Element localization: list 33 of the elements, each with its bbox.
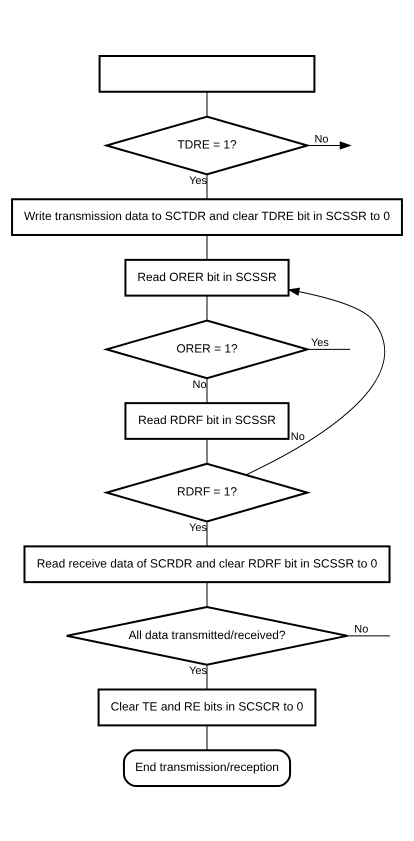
connector — [206, 724, 208, 750]
connector — [206, 173, 208, 200]
node-box — [98, 54, 316, 92]
connector — [206, 91, 208, 116]
node-box: Write transmission data to SCTDR and clear TDRE bit in SCSSR to 0 — [11, 198, 403, 236]
edge-label: Yes — [311, 336, 329, 349]
edge-label: No — [192, 378, 207, 390]
node-diamond: TDRE = 1? — [102, 115, 312, 175]
node-diamond: All data transmitted/received? — [66, 605, 348, 666]
connector — [206, 520, 208, 546]
connector — [206, 438, 208, 464]
edge-label: Yes — [189, 664, 207, 677]
edge-label: Yes — [189, 521, 207, 534]
node-box: Read ORER bit in SCSSR — [124, 258, 290, 296]
arrow — [246, 287, 386, 475]
node-box: End transmission/reception — [122, 748, 292, 787]
connector — [206, 664, 208, 690]
connector — [307, 348, 351, 350]
connector — [347, 634, 390, 636]
node-diamond: RDRF = 1? — [102, 462, 312, 522]
node-box: Read RDRF bit in SCSSR — [124, 402, 290, 440]
connector — [206, 377, 208, 403]
node-box: Clear TE and RE bits in SCSCR to 0 — [98, 688, 316, 726]
connector — [206, 234, 208, 260]
edge-label: Yes — [189, 174, 207, 186]
node-diamond: ORER = 1? — [102, 319, 312, 379]
edge-label: No — [354, 623, 368, 636]
connector — [206, 294, 208, 320]
edge-label: No — [314, 132, 329, 145]
node-box: Read receive data of SCRDR and clear RDRF bit in SCSSR to 0 — [24, 544, 390, 583]
edge-label: No — [290, 430, 305, 443]
connector — [206, 581, 208, 607]
arrow — [307, 140, 352, 150]
